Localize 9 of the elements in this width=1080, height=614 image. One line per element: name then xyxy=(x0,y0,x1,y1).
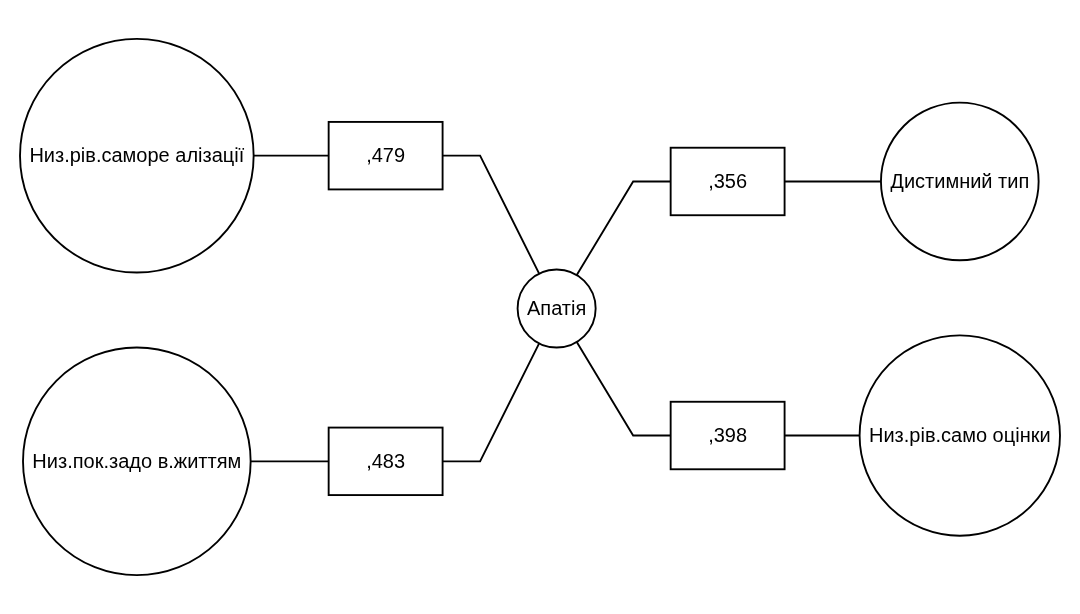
node-circle: Дистимний тип xyxy=(880,101,1040,262)
node-box: ,398 xyxy=(669,400,786,471)
node-box: ,479 xyxy=(327,121,444,191)
node-circle: Низ.рів.саморе алізації xyxy=(19,37,255,274)
node-circle: Низ.пок.задо в.життям xyxy=(22,346,252,577)
node-circle: Низ.рів.само оцінки xyxy=(858,334,1061,537)
node-circle: Апатія xyxy=(516,268,597,349)
node-box: ,356 xyxy=(669,146,786,217)
node-box: ,483 xyxy=(327,426,444,496)
